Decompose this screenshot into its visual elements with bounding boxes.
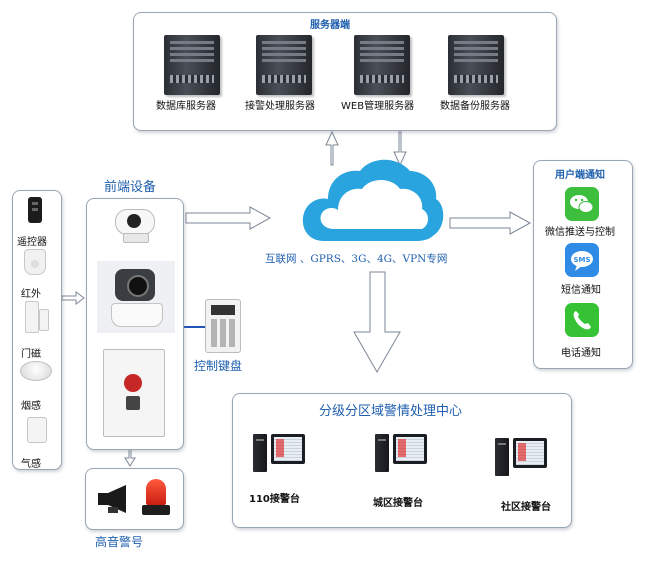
pan-tilt-camera-icon [97, 261, 175, 333]
station-label-city: 城区接警台 [373, 498, 423, 509]
network-label: 互联网 、GPRS、3G、4G、VPN专网 [265, 253, 448, 265]
sensor-label-door: 门磁 [21, 349, 41, 360]
user-notify-panel: 用户端通知 微信推送与控制 SMS 短信通知 电话通知 [533, 160, 633, 369]
database-server [164, 35, 220, 95]
alarm-host-icon [103, 349, 165, 437]
sensor-label-infrared: 红外 [21, 289, 41, 300]
infrared-sensor-icon [24, 249, 46, 275]
horn-speaker-icon [94, 483, 132, 515]
server-label-web: WEB管理服务器 [341, 101, 415, 112]
notify-label-wechat: 微信推送与控制 [545, 227, 615, 238]
arrow-frontend-to-siren [124, 447, 136, 467]
keypad-icon [205, 299, 241, 353]
remote-icon [28, 197, 42, 223]
gas-detector-icon [27, 417, 47, 443]
siren-panel [85, 468, 184, 530]
warning-light-icon [142, 479, 170, 517]
alarm-center-panel: 分级分区域警情处理中心 110接警台 城区接警台 社区接警台 [232, 393, 572, 528]
web-management-server [354, 35, 410, 95]
user-notify-title: 用户端通知 [555, 170, 605, 181]
keypad-label: 控制键盘 [194, 359, 243, 373]
sensor-label-smoke: 烟感 [21, 401, 41, 412]
server-section: 服务器端 数据库服务器 接警处理服务器 WEB管理服务器 数据备份服务器 [133, 12, 557, 131]
pc-tower-icon [375, 434, 389, 472]
siren-label: 高音警号 [95, 535, 144, 549]
arrow-servers-to-cloud [393, 131, 407, 167]
arrow-cloud-to-user [449, 211, 532, 235]
notify-label-sms: 短信通知 [561, 285, 601, 296]
alarm-center-title: 分级分区域警情处理中心 [319, 404, 463, 419]
wechat-icon [565, 187, 599, 221]
door-sensor-icon [25, 301, 39, 333]
sensor-label-gas: 气感 [21, 459, 41, 470]
camera-icon [109, 203, 161, 245]
station-label-community: 社区接警台 [501, 502, 551, 513]
alarm-processing-server [256, 35, 312, 95]
monitor-icon [271, 434, 305, 464]
server-label-backup: 数据备份服务器 [440, 101, 510, 112]
smoke-detector-icon [20, 361, 52, 381]
arrow-cloud-to-center [353, 271, 401, 374]
arrow-frontend-to-cloud [185, 206, 272, 230]
cloud-icon [302, 159, 444, 241]
notify-label-phone: 电话通知 [561, 348, 601, 359]
server-section-title: 服务器端 [310, 20, 350, 31]
sensor-label-remote: 遥控器 [17, 237, 47, 248]
pc-tower-icon [253, 434, 267, 472]
station-label-110: 110接警台 [249, 494, 300, 505]
phone-icon [565, 303, 599, 337]
arrow-cloud-to-servers [325, 130, 339, 166]
pc-tower-icon [495, 438, 509, 476]
front-end-title: 前端设备 [104, 180, 157, 195]
server-label-database: 数据库服务器 [156, 101, 216, 112]
svg-text:SMS: SMS [573, 256, 590, 264]
backup-server [448, 35, 504, 95]
sms-icon: SMS [565, 243, 599, 277]
sensor-column: 遥控器 红外 门磁 烟感 气感 [12, 190, 62, 470]
monitor-icon [393, 434, 427, 464]
server-label-alarm: 接警处理服务器 [245, 101, 315, 112]
monitor-icon [513, 438, 547, 468]
front-end-panel [86, 198, 184, 450]
arrow-sensors-to-frontend [61, 291, 85, 305]
